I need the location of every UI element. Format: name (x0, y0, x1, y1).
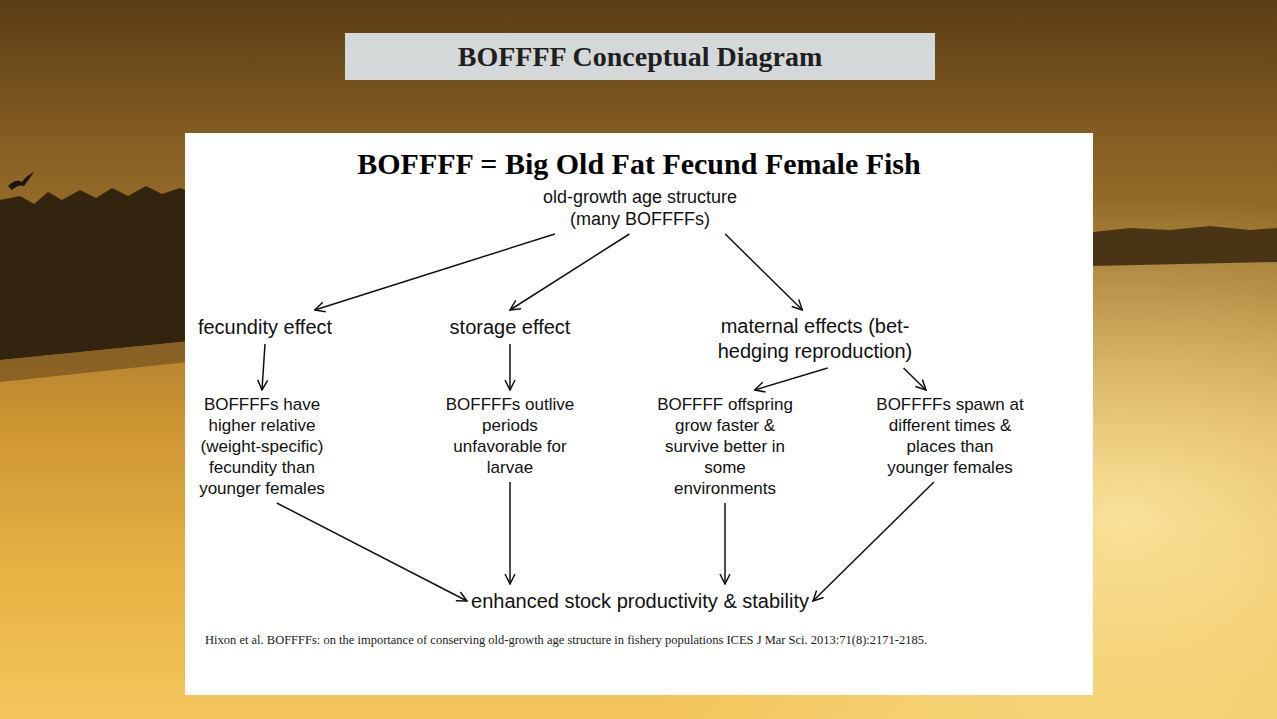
flow-arrow (725, 234, 802, 310)
flow-arrow (724, 503, 726, 584)
flow-arrow (813, 482, 934, 601)
flow-arrow (755, 368, 828, 390)
node-text: BOFFFFs have higher relative (weight-spe… (192, 394, 332, 499)
far-shore (1093, 226, 1277, 266)
concept-node: storage effect (446, 310, 575, 344)
citation: Hixon et al. BOFFFFs: on the importance … (205, 633, 1085, 648)
node-text: old-growth age structure (many BOFFFFs) (538, 186, 743, 230)
concept-node: fecundity effect (194, 310, 336, 344)
flow-arrow (904, 368, 926, 390)
flow-arrow (277, 503, 467, 601)
flow-arrow (262, 344, 265, 390)
bird-silhouette (8, 172, 34, 190)
concept-node: enhanced stock productivity & stability (467, 584, 813, 618)
concept-node: BOFFFFs spawn at different times & place… (870, 390, 1030, 482)
node-text: storage effect (450, 314, 571, 340)
node-text: BOFFFFs outlive periods unfavorable for … (443, 394, 578, 478)
flow-arrow (509, 482, 511, 584)
concept-node: BOFFFF offspring grow faster & survive b… (651, 390, 799, 503)
concept-node: maternal effects (bet-hedging reproducti… (689, 310, 942, 368)
concept-node: old-growth age structure (many BOFFFFs) (534, 182, 747, 234)
concept-node: BOFFFFs outlive periods unfavorable for … (439, 390, 582, 482)
node-text: enhanced stock productivity & stability (471, 588, 809, 614)
title-bar: BOFFFF Conceptual Diagram (345, 33, 935, 80)
concept-node: BOFFFFs have higher relative (weight-spe… (188, 390, 336, 503)
node-text: BOFFFFs spawn at different times & place… (874, 394, 1026, 478)
slide-title: BOFFFF Conceptual Diagram (458, 41, 822, 73)
diagram-heading: BOFFFF = Big Old Fat Fecund Female Fish (185, 147, 1093, 181)
flow-arrow (510, 234, 629, 310)
diagram-panel: old-growth age structure (many BOFFFFs) f… (185, 133, 1093, 695)
node-text: BOFFFF offspring grow faster & survive b… (655, 394, 795, 499)
node-text: fecundity effect (198, 314, 332, 340)
flow-arrow (509, 344, 511, 390)
node-text: maternal effects (bet-hedging reproducti… (693, 314, 938, 364)
flow-arrow (315, 234, 555, 310)
